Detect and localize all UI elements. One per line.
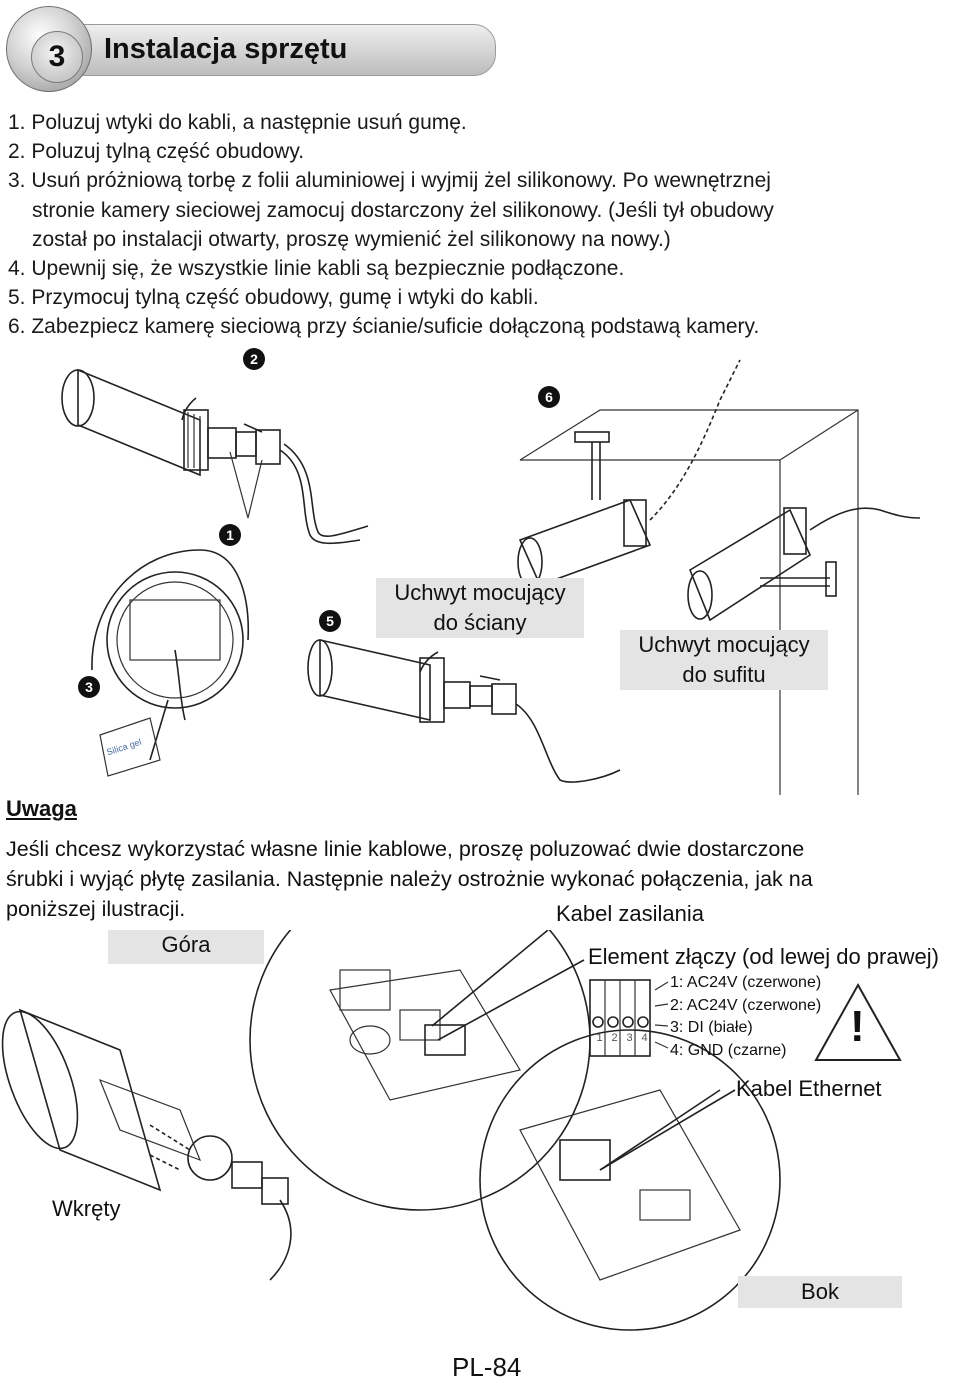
connector-pointer [437,959,585,1041]
wall-mount-label: Uchwyt mocujący do ściany [376,578,584,638]
step-4: 4. Upewnij się, że wszystkie linie kabli… [8,257,625,281]
section-number: 3 [31,31,83,83]
pin-numbers: 1 2 3 4 [596,1032,648,1044]
section-header-bar [78,24,496,76]
magnified-board-top [249,930,591,1211]
badge-step-2: 2 [243,348,265,370]
connector-label: Element złączy (od lewej do prawej) [588,944,939,969]
magnified-board-side [479,1029,781,1331]
step-3: 3. Usuń próżniową torbę z folii aluminio… [8,169,771,193]
badge-step-3: 3 [78,676,100,698]
badge-step-6: 6 [538,386,560,408]
pin-2: 2: AC24V (czerwone) [670,996,822,1014]
pin-4: 4: GND (czarne) [670,1041,787,1059]
page-number: PL-84 [452,1352,522,1382]
note-line-1: Jeśli chcesz wykorzystać własne linie ka… [6,837,805,861]
ethernet-pointer [599,1089,736,1171]
warning-triangle [814,982,902,1061]
note-title: Uwaga [6,796,77,821]
terminal-block [589,979,669,1057]
power-cable-label: Kabel zasilania [556,901,704,926]
ethernet-cable-label: Kabel Ethernet [736,1076,882,1101]
badge-step-5: 5 [319,610,341,632]
step-2: 2. Poluzuj tylną część obudowy. [8,140,305,164]
note-body: Jeśli chcesz wykorzystać własne linie ka… [6,834,954,924]
camera-open-step3 [91,549,250,777]
step-6: 6. Zabezpiecz kamerę sieciową przy ścian… [8,315,760,339]
screws-label: Wkręty [52,1196,121,1221]
installation-illustration [61,359,921,795]
step-5: 5. Przymocuj tylną część obudowy, gumę i… [8,286,539,310]
badge-step-1: 1 [219,524,241,546]
step-3-cont-1: stronie kamery sieciowej zamocuj dostarc… [32,198,774,222]
section-title: Instalacja sprzętu [104,33,348,65]
wall-ceiling [517,359,921,795]
power-cable-pointer [431,930,549,1027]
camera-open-side [1,1008,292,1281]
warning-icon: ! [850,1002,865,1051]
side-view-label: Bok [738,1276,902,1308]
step-3-cont-2: został po instalacji otwarty, proszę wym… [32,227,671,251]
camera-body-step2 [61,368,369,545]
note-line-3: poniższej ilustracji. [6,897,186,921]
top-view-label: Góra [108,930,264,964]
pin-list: 1: AC24V (czerwone) 2: AC24V (czerwone) … [670,972,821,1062]
camera-body-step5 [307,638,621,783]
section-number-badge: 3 [6,6,92,92]
wiring-illustration [1,930,902,1331]
ceiling-mount-label: Uchwyt mocujący do sufitu [620,630,828,690]
note-line-2: śrubki i wyjąć płytę zasilania. Następni… [6,867,813,891]
step-1: 1. Poluzuj wtyki do kabli, a następnie u… [8,111,467,134]
pin-3: 3: DI (białe) [670,1019,753,1036]
pin-1: 1: AC24V (czerwone) [670,974,822,991]
instruction-steps: 1. Poluzuj wtyki do kabli, a następnie u… [8,108,948,342]
